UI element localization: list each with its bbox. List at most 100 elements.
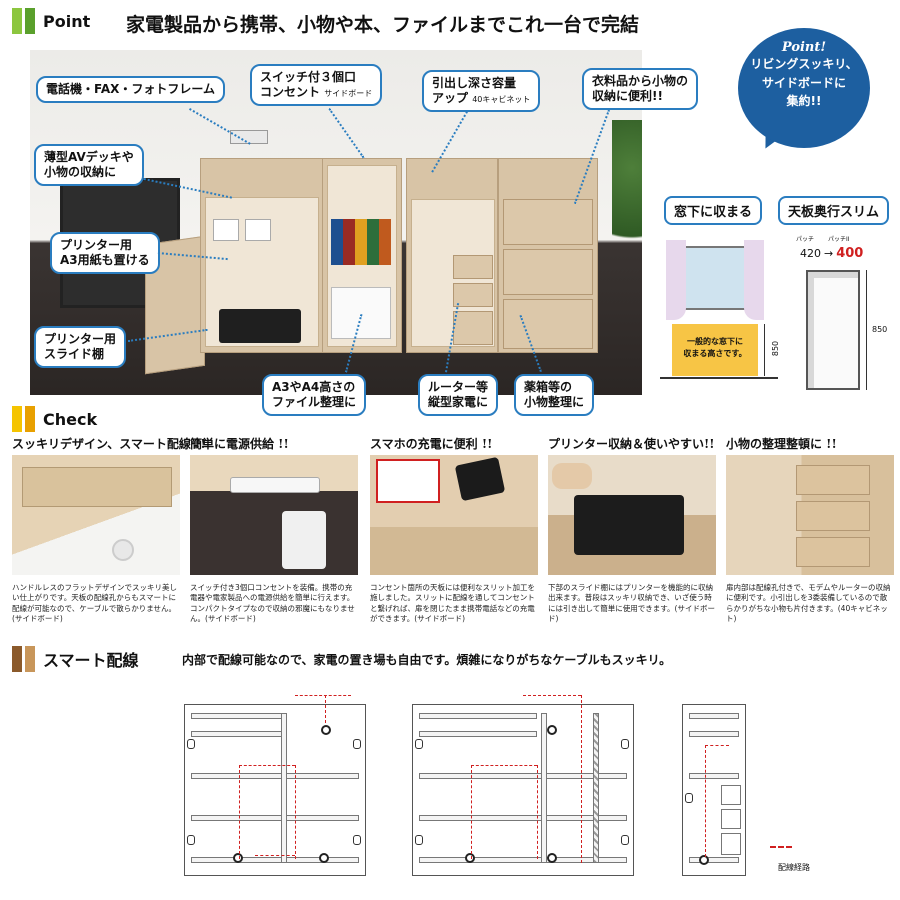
wiring-route — [295, 695, 351, 696]
callout-a3: A3やA4高さの ファイル整理に — [262, 374, 367, 416]
slit-inset-image — [376, 459, 440, 503]
window-panel-title: 窓下に収まる — [664, 196, 763, 225]
wiring-route — [255, 855, 295, 856]
hinge-icon — [187, 835, 195, 845]
check-label: Check — [43, 409, 98, 429]
depth-cabinet-illustration — [806, 270, 860, 390]
hinge-icon — [353, 739, 361, 749]
callout-printer-paper: プリンター用 A3用紙も置ける — [50, 232, 160, 274]
card-image — [190, 455, 358, 575]
point-mark-icon — [12, 8, 35, 34]
smart-mark-icon — [12, 646, 35, 672]
small-drawer — [453, 255, 493, 279]
depth-height-dimension — [866, 270, 867, 390]
point-section-header: Point — [12, 8, 90, 34]
cable-hole-icon — [547, 853, 557, 863]
phone-image — [230, 130, 268, 144]
hinge-icon — [685, 793, 693, 803]
height-label: 850 — [771, 340, 781, 357]
books-image — [331, 219, 391, 265]
callout-drawer: 引出し深さ容量 アップ 40キャビネット — [422, 70, 541, 112]
point-label: Point — [43, 11, 91, 31]
chest-drawer — [503, 199, 593, 245]
small-drawer-outline — [721, 833, 741, 855]
wiring-route — [705, 745, 706, 857]
wiring-route — [471, 765, 537, 766]
cable-hole-icon — [321, 725, 331, 735]
card-image — [726, 455, 894, 575]
callout-router: ルーター等 縦型家電に — [418, 374, 499, 416]
card-title: スマホの充電に便利 !! — [370, 437, 493, 451]
card-title: プリンター収納＆使いやすい!! — [548, 437, 715, 451]
chest-drawer — [503, 249, 593, 295]
smart-description: 内部で配線可能なので、家電の置き場も自由です。煩雑になりがちなケーブルもスッキリ… — [182, 653, 672, 667]
card-text: 扉内部は配線孔付きで、モデムやルーターの収納に便利です。小引出しを3委装備してい… — [726, 583, 891, 624]
plant-image — [612, 120, 642, 280]
small-drawer-outline — [721, 809, 741, 829]
card-image — [548, 455, 716, 575]
smart-label: スマート配線 — [43, 651, 139, 670]
wiring-route — [239, 765, 295, 766]
wiring-route — [325, 695, 326, 723]
depth-panel-title: 天板奥行スリム — [778, 196, 890, 225]
wiring-route — [239, 765, 240, 859]
wiring-diagram-cabinet — [682, 704, 746, 876]
chest-cabinet — [498, 158, 598, 353]
check-mark-icon — [12, 406, 35, 432]
depth-label-a: パッチ — [796, 236, 815, 243]
check-card: スマホの充電に便利 !! コンセント箇所の天板には便利なスリット加工を施しました… — [370, 435, 538, 624]
hinge-icon — [415, 739, 423, 749]
check-card: スッキリデザイン、スマート配線 !! ハンドルレスのフラットデザインでスッキリ美… — [12, 435, 206, 624]
cups-image — [282, 511, 326, 569]
depth-label-b: パッチII — [828, 236, 850, 243]
callout-medicine: 薬箱等の 小物整理に — [514, 374, 595, 416]
small-drawer — [453, 311, 493, 345]
sideboard-cabinet — [200, 158, 324, 353]
card-text: コンセント箇所の天板には便利なスリット加工を施しました。スリットに配線を通してコ… — [370, 583, 535, 624]
curtain-icon — [744, 240, 764, 320]
hinge-icon — [621, 739, 629, 749]
card-image — [370, 455, 538, 575]
callout-printer-slide: プリンター用 スライド棚 — [34, 326, 127, 368]
wiring-route — [581, 695, 582, 863]
bookshelf-cabinet — [322, 158, 402, 353]
wiring-route — [523, 695, 581, 696]
callout-phone: 電話機・FAX・フォトフレーム — [36, 76, 226, 103]
height-dimension — [764, 324, 765, 376]
callout-av: 薄型AVデッキや 小物の収納に — [34, 144, 144, 186]
cable-hole-icon — [699, 855, 709, 865]
callout-switch: スイッチ付３個口 コンセント サイドボード — [250, 64, 383, 106]
window-illustration: 一般的な窓下に 収まる高さです。 850 — [660, 226, 780, 390]
wiring-diagram-combination — [412, 695, 634, 876]
card-text: ハンドルレスのフラットデザインでスッキリ美しい仕上がりです。天板の配線孔からもス… — [12, 583, 177, 624]
card-title: 簡単に電源供給 !! — [190, 437, 289, 451]
curtain-icon — [666, 240, 686, 320]
small-drawer-image — [796, 465, 870, 495]
cable-hole-icon — [233, 853, 243, 863]
cable-hole-icon — [319, 853, 329, 863]
file-boxes-image — [331, 287, 391, 339]
depth-from: 420 — [800, 247, 821, 260]
wiring-route-legend-icon — [770, 846, 792, 848]
card-title: 小物の整理整頓に !! — [726, 437, 837, 451]
wiring-route — [537, 765, 538, 859]
floor-line — [660, 377, 778, 379]
hinge-icon — [353, 835, 361, 845]
forty-cabinet — [406, 158, 498, 353]
check-section-header: Check — [12, 406, 97, 432]
product-photo — [30, 50, 642, 395]
depth-values: 420 → 400 — [800, 246, 863, 261]
wiring-route — [295, 765, 296, 859]
small-drawer-image — [796, 537, 870, 567]
hinge-icon — [621, 835, 629, 845]
sideboard-box: 一般的な窓下に 収まる高さです。 — [672, 324, 758, 376]
callout-clothes: 衣料品から小物の 収納に便利!! — [582, 68, 699, 110]
point-bubble: Point! リビングスッキリ、 サイドボードに 集約!! — [738, 28, 870, 148]
small-drawer-outline — [721, 785, 741, 805]
wiring-legend-label: 配線経路 — [778, 863, 810, 872]
chest-drawer — [503, 299, 593, 349]
card-text: スイッチ付き3個口コンセントを装備。携帯の充電器や電家製品への電源供給を簡単に行… — [190, 583, 355, 624]
window-icon — [678, 246, 754, 310]
storage-box — [245, 219, 271, 241]
wiring-route — [705, 745, 729, 746]
